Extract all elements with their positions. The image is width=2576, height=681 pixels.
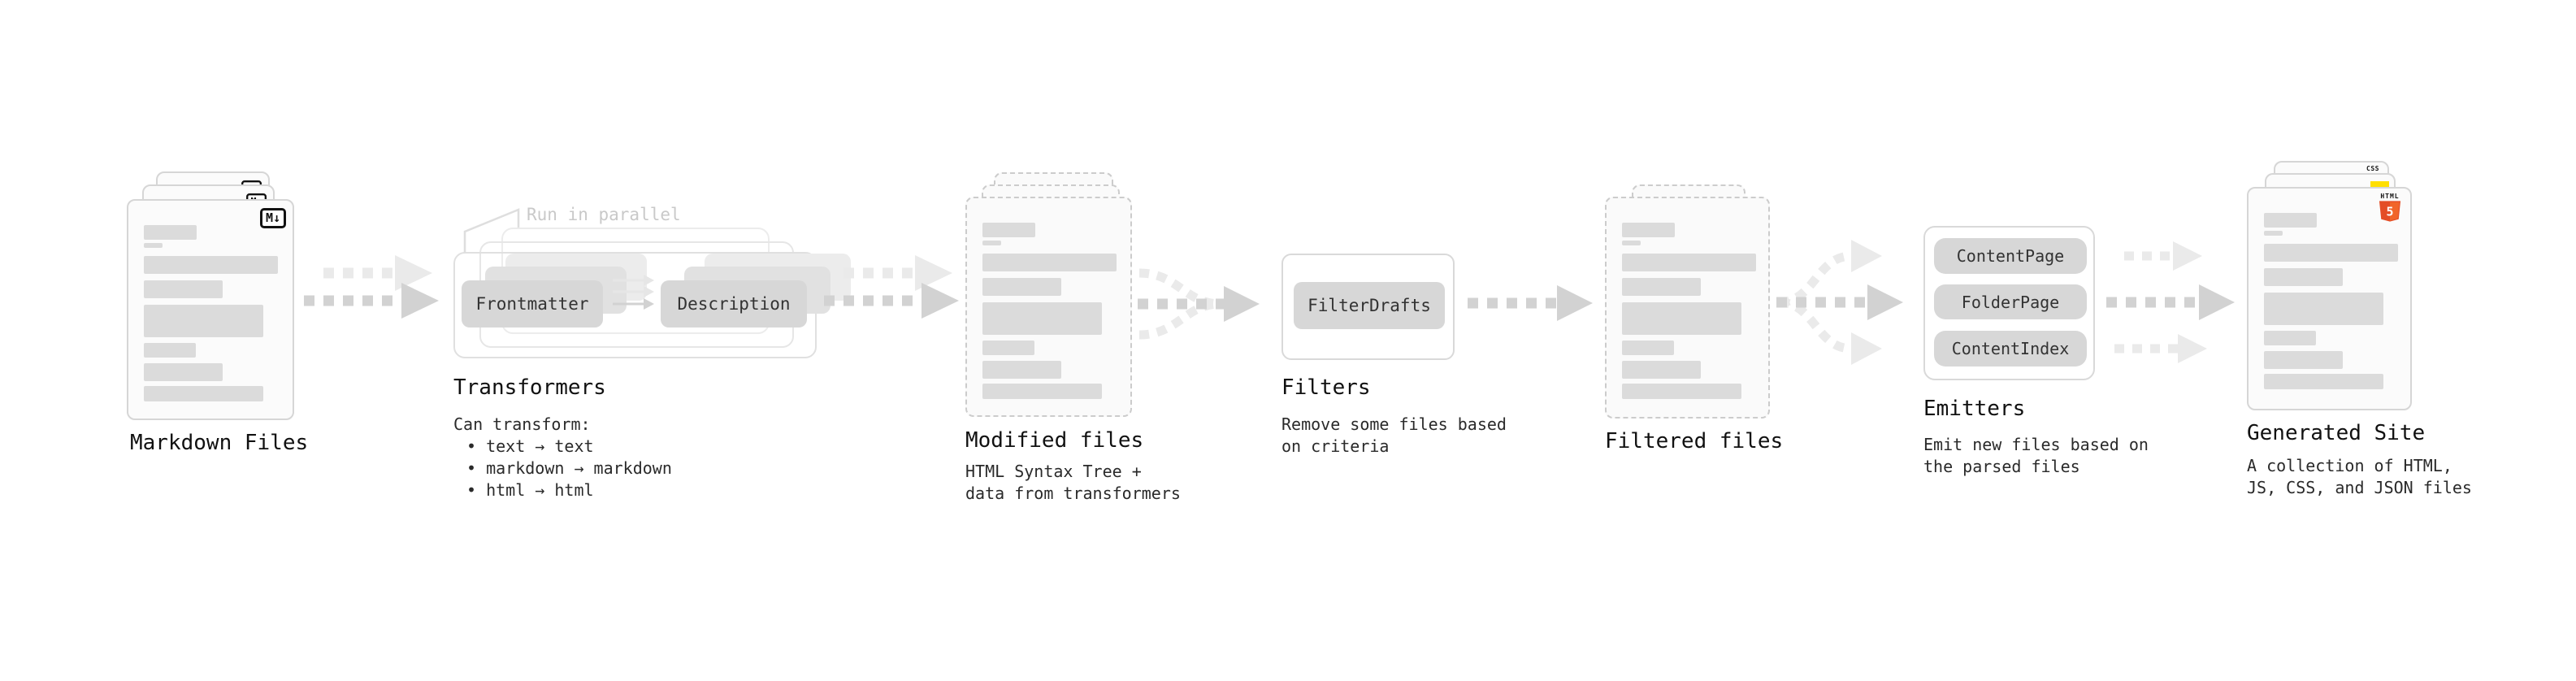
- markdown-file-card-front: M↓: [127, 199, 294, 420]
- html5-icon: HTML 5: [2376, 193, 2404, 225]
- transformers-title: Transformers: [453, 375, 606, 400]
- emitters-desc-line: Emit new files based on: [1923, 435, 2149, 454]
- emitters-description: Emit new files based on the parsed files: [1923, 434, 2149, 478]
- text-line-placeholder: [2264, 231, 2283, 236]
- generated-site-desc-line: JS, CSS, and JSON files: [2247, 478, 2472, 497]
- arrow-filters-to-filtered: [1468, 285, 1593, 321]
- transform-bullet: • text → text: [466, 436, 594, 456]
- text-line-placeholder: [982, 254, 1117, 271]
- arrow-transformers-to-modified: [824, 255, 959, 319]
- text-line-placeholder: [982, 361, 1061, 379]
- modified-files-title: Modified files: [965, 428, 1144, 453]
- arrow-modified-to-filters-merge: [1138, 268, 1260, 340]
- filtered-file-card-front: [1605, 197, 1770, 419]
- text-line-placeholder: [144, 343, 196, 358]
- transform-bullet: • html → html: [466, 480, 594, 500]
- text-line-placeholder: [144, 256, 278, 274]
- filterdrafts-box: FilterDrafts: [1294, 282, 1445, 329]
- modified-files-desc-line: HTML Syntax Tree +: [965, 462, 1142, 481]
- can-transform-heading: Can transform:: [453, 414, 591, 434]
- filters-desc-line: on criteria: [1281, 436, 1390, 456]
- text-line-placeholder: [982, 384, 1102, 399]
- text-line-placeholder: [2264, 244, 2398, 262]
- text-line-placeholder: [144, 305, 263, 337]
- modified-files-description: HTML Syntax Tree + data from transformer…: [965, 461, 1181, 505]
- text-line-placeholder: [982, 302, 1102, 335]
- text-line-placeholder: [1622, 254, 1756, 271]
- text-line-placeholder: [982, 340, 1034, 355]
- description-box: Description: [661, 280, 807, 327]
- modified-file-card-front: [965, 197, 1132, 417]
- emitters-desc-line: the parsed files: [1923, 457, 2080, 476]
- text-line-placeholder: [144, 280, 223, 298]
- transformers-description: Can transform: • text → text • markdown …: [453, 414, 672, 501]
- markdown-icon: M↓: [259, 208, 286, 228]
- filtered-files-title: Filtered files: [1605, 429, 1784, 453]
- arrow-filtered-to-emitters-fanout: [1776, 240, 1903, 365]
- text-line-placeholder: [1622, 340, 1674, 355]
- text-line-placeholder: [144, 225, 197, 240]
- filters-description: Remove some files based on criteria: [1281, 414, 1507, 458]
- contentindex-box: ContentIndex: [1934, 331, 2087, 367]
- generated-site-title: Generated Site: [2247, 421, 2426, 445]
- generated-html-file-card: HTML 5: [2247, 187, 2412, 410]
- text-line-placeholder: [982, 241, 1001, 245]
- text-line-placeholder: [2264, 374, 2383, 389]
- text-line-placeholder: [144, 386, 263, 401]
- text-line-placeholder: [1622, 302, 1741, 335]
- text-line-placeholder: [144, 363, 223, 381]
- html5-shield: 5: [2379, 200, 2401, 222]
- generated-site-desc-line: A collection of HTML,: [2247, 456, 2452, 475]
- filters-title: Filters: [1281, 375, 1371, 400]
- text-line-placeholder: [1622, 361, 1701, 379]
- contentpage-box: ContentPage: [1934, 238, 2087, 274]
- text-line-placeholder: [2264, 351, 2343, 369]
- text-line-placeholder: [982, 278, 1061, 296]
- annotation-leader-line: [463, 208, 520, 253]
- generated-site-description: A collection of HTML, JS, CSS, and JSON …: [2247, 455, 2472, 499]
- svg-text:5: 5: [2387, 204, 2394, 219]
- frontmatter-box: Frontmatter: [462, 280, 603, 327]
- text-line-placeholder: [2264, 268, 2343, 286]
- text-line-placeholder: [2264, 331, 2316, 345]
- modified-files-desc-line: data from transformers: [965, 484, 1181, 503]
- markdown-files-title: Markdown Files: [130, 431, 309, 455]
- run-in-parallel-label: Run in parallel: [527, 205, 681, 224]
- arrow-emitters-to-generated: [2106, 241, 2235, 363]
- text-line-placeholder: [1622, 384, 1741, 399]
- transform-bullet: • markdown → markdown: [466, 458, 672, 478]
- filters-desc-line: Remove some files based: [1281, 414, 1507, 434]
- text-line-placeholder: [2264, 293, 2383, 325]
- emitters-title: Emitters: [1923, 397, 2026, 421]
- text-line-placeholder: [1622, 278, 1701, 296]
- javascript-icon: [2370, 181, 2389, 189]
- parallel-flow-arrows: [613, 275, 654, 310]
- text-line-placeholder: [982, 223, 1035, 237]
- text-line-placeholder: [144, 243, 163, 248]
- folderpage-box: FolderPage: [1934, 284, 2087, 319]
- text-line-placeholder: [1622, 223, 1675, 237]
- text-line-placeholder: [1622, 241, 1641, 245]
- arrow-markdown-to-transformers: [304, 255, 439, 319]
- text-line-placeholder: [2264, 213, 2317, 228]
- html5-icon-word: HTML: [2380, 193, 2400, 200]
